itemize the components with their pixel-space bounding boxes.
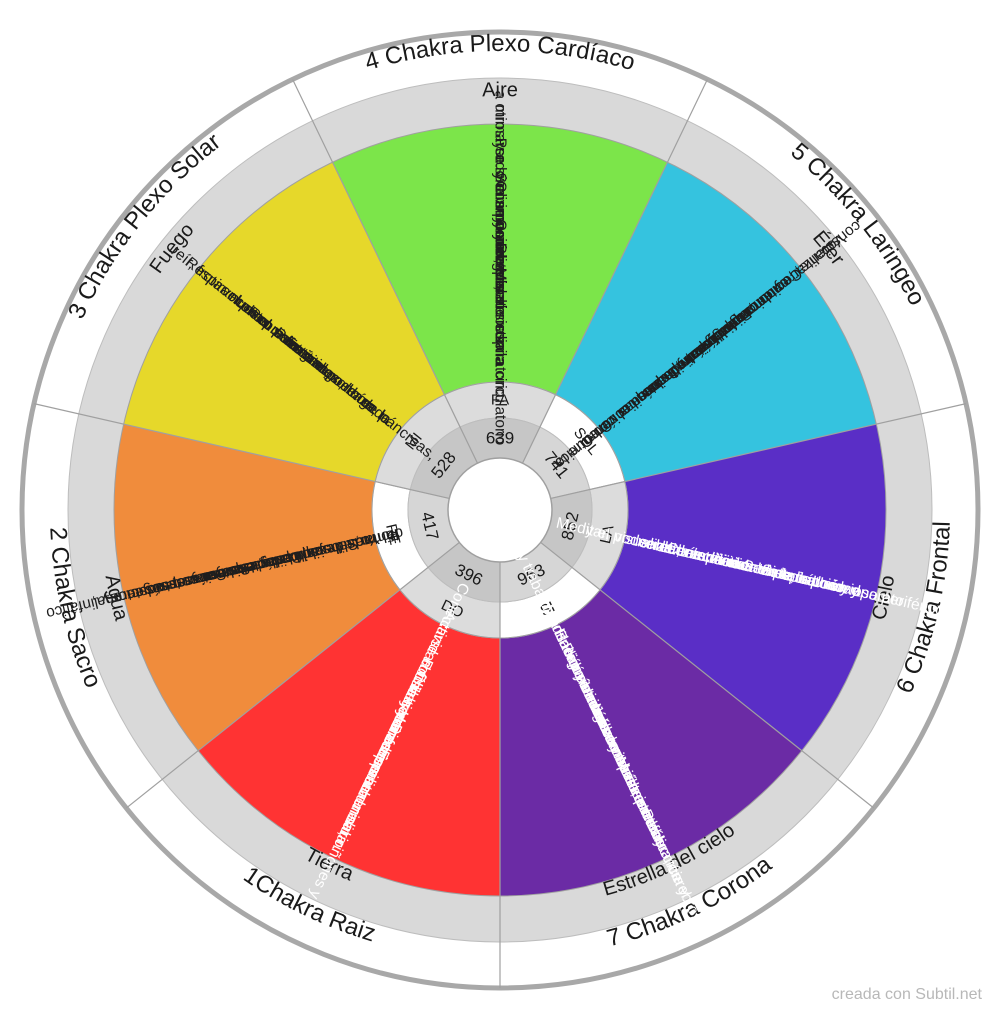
sector-divider bbox=[292, 79, 478, 464]
note-label: MI bbox=[402, 430, 426, 454]
chakra-sector bbox=[500, 589, 802, 896]
divider-lines bbox=[33, 79, 967, 988]
chakra-sector bbox=[123, 162, 445, 482]
note-label: RE bbox=[382, 522, 403, 546]
chakra-sector bbox=[555, 162, 877, 482]
credit-text: creada con Subtil.net bbox=[831, 986, 982, 1003]
note-ring bbox=[371, 381, 629, 639]
center-hole bbox=[447, 457, 553, 563]
chakra-sector bbox=[600, 424, 886, 751]
frequency-label: 639 bbox=[486, 429, 514, 448]
note-label: LA bbox=[597, 524, 618, 546]
sector-divider bbox=[125, 541, 460, 809]
description-line: Conecta al ser con la bbox=[492, 219, 509, 365]
description-line: Compasión, Misericordia bbox=[492, 181, 509, 352]
chakra-color-ring bbox=[114, 124, 886, 896]
description-line: Regula el sistema circulatorio bbox=[492, 243, 509, 445]
sector-divider bbox=[522, 79, 708, 464]
sector-divider bbox=[540, 541, 875, 809]
description-line: mimarse. Servir y cuidar bbox=[492, 104, 509, 271]
chakra-sector bbox=[198, 589, 500, 896]
sector-divider bbox=[550, 403, 967, 500]
description-line: y el aparato respiratorio. bbox=[492, 234, 509, 401]
description-line: Perdonarse y amarse, bbox=[492, 138, 509, 291]
description-line: y el amor universal. bbox=[492, 173, 509, 307]
color-ring-outline bbox=[113, 123, 887, 897]
note-label: FA bbox=[491, 392, 509, 409]
sector-divider bbox=[33, 403, 450, 500]
note-ring-outline bbox=[371, 381, 629, 639]
description-line: a otros y a sí mismo. bbox=[492, 91, 509, 234]
note-label: SI bbox=[538, 598, 558, 619]
chakra-sector bbox=[114, 424, 400, 751]
chakra-sector bbox=[332, 124, 668, 395]
